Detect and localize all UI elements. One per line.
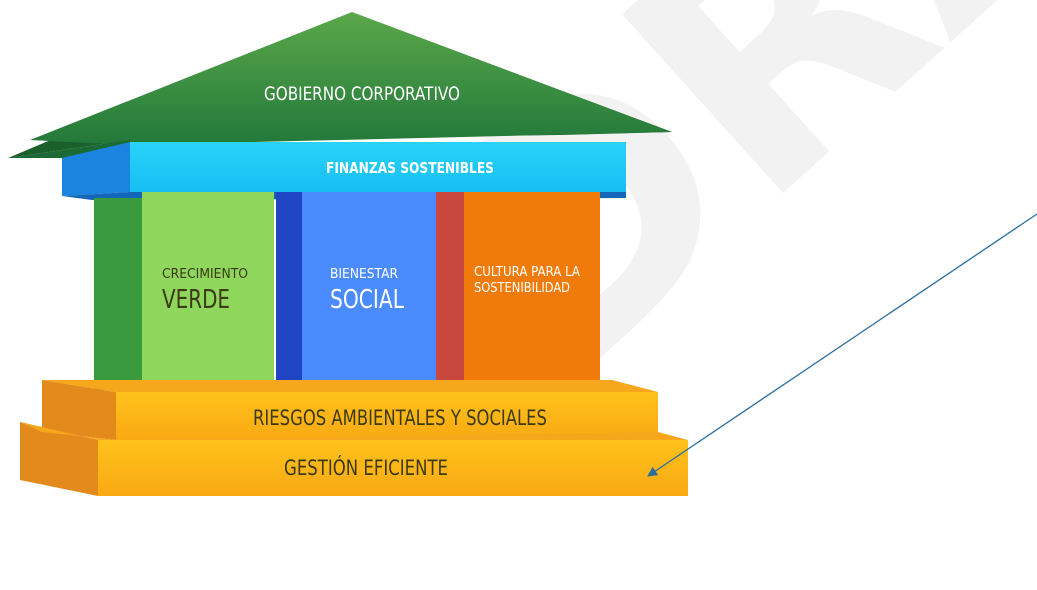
roof-label: GOBIERNO CORPORATIVO xyxy=(264,83,460,105)
beam-label: FINANZAS SOSTENIBLES xyxy=(326,159,494,177)
step-lower-label: GESTIÓN EFICIENTE xyxy=(284,455,448,480)
beam-front xyxy=(130,142,626,192)
pillar-line1: CRECIMIENTO xyxy=(162,267,248,282)
pillar-side xyxy=(94,198,142,390)
pillar-side xyxy=(276,192,302,390)
step-lower-side xyxy=(20,422,98,496)
pillar-line2: SOCIAL xyxy=(330,285,404,315)
pillar-front xyxy=(302,192,436,390)
step-lower-front xyxy=(98,440,688,496)
pillar-line1: BIENESTAR xyxy=(330,267,398,282)
pillar-front xyxy=(142,192,274,390)
roof: GOBIERNO CORPORATIVO xyxy=(8,12,672,158)
pointer-arrow xyxy=(647,213,1037,477)
steps: RIESGOS AMBIENTALES Y SOCIALES GESTIÓN E… xyxy=(20,380,688,496)
pillar-bienestar-social: BIENESTAR SOCIAL xyxy=(276,192,436,390)
step-upper-side xyxy=(42,380,116,440)
step-upper-label: RIESGOS AMBIENTALES Y SOCIALES xyxy=(253,406,547,430)
beam-side xyxy=(62,142,130,196)
pillar-front xyxy=(464,192,600,390)
roof-shape xyxy=(30,12,672,145)
step-upper-top xyxy=(42,380,658,392)
pillar-side xyxy=(436,192,464,390)
beam: FINANZAS SOSTENIBLES xyxy=(62,142,626,200)
pillar-line1: CULTURA PARA LA xyxy=(474,265,580,280)
step-upper-front xyxy=(116,392,658,440)
pillar-line2: VERDE xyxy=(162,285,230,315)
pillar-crecimiento-verde: CRECIMIENTO VERDE xyxy=(94,192,274,390)
pillars: CRECIMIENTO VERDE BIENESTAR SOCIAL CULTU… xyxy=(94,192,600,390)
step-lower-top xyxy=(20,422,688,440)
pillar-line2: SOSTENIBILIDAD xyxy=(474,281,570,296)
pillar-cultura-sostenibilidad: CULTURA PARA LA SOSTENIBILIDAD xyxy=(436,192,600,390)
